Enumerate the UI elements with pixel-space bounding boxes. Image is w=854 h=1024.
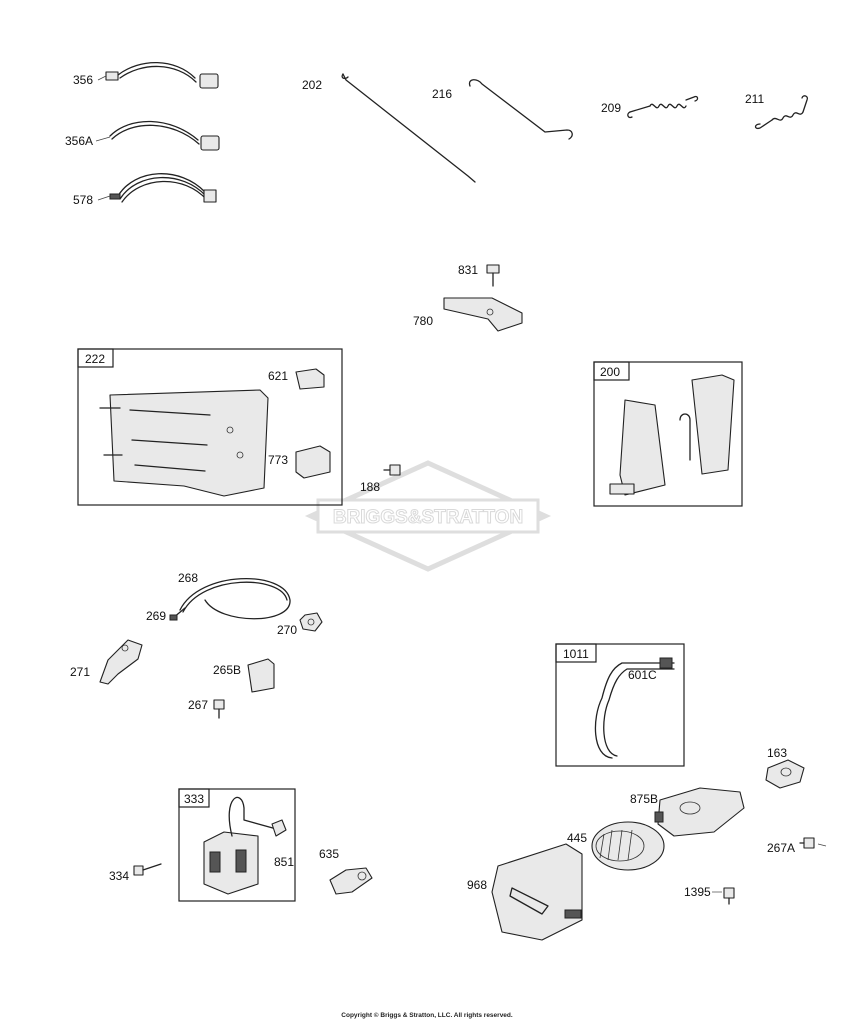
- copyright-footer: Copyright © Briggs & Stratton, LLC. All …: [341, 1012, 513, 1019]
- part-875B-air-cleaner-base: [654, 787, 745, 837]
- label-211: 211: [745, 92, 764, 106]
- label-635: 635: [319, 847, 339, 861]
- part-578-harness: [109, 173, 217, 203]
- part-445-filter: [591, 821, 665, 871]
- label-200: 200: [600, 365, 620, 379]
- label-773: 773: [268, 453, 288, 467]
- part-267-screw: [213, 699, 225, 719]
- label-356: 356: [73, 73, 93, 87]
- group-box-333-tag: [178, 788, 210, 808]
- label-621: 621: [268, 369, 288, 383]
- part-222-control-bracket: [99, 389, 269, 497]
- label-578: 578: [73, 193, 93, 207]
- label-445: 445: [567, 831, 587, 845]
- part-780-bracket: [443, 297, 523, 332]
- part-216-rod: [468, 79, 573, 140]
- part-271-bracket: [99, 639, 143, 685]
- label-968: 968: [467, 878, 487, 892]
- part-200-bracket-assembly: [609, 374, 735, 496]
- label-1395: 1395: [684, 885, 711, 899]
- part-773-block: [295, 445, 331, 479]
- part-831-bolt: [486, 264, 500, 287]
- part-356-harness: [105, 61, 219, 89]
- part-601C-breather-tube: [594, 657, 675, 759]
- label-268: 268: [178, 571, 198, 585]
- part-265B-clip: [247, 658, 275, 693]
- part-851-spark-plug-terminal: [271, 819, 287, 837]
- label-601C: 601C: [628, 668, 657, 682]
- label-271: 271: [70, 665, 90, 679]
- part-635-boot: [329, 867, 373, 895]
- group-box-1011: [555, 643, 685, 767]
- part-211-spring: [754, 95, 809, 130]
- part-968-air-cleaner-cover: [491, 843, 583, 941]
- part-334-screw: [133, 863, 162, 876]
- label-267A: 267A: [767, 841, 795, 855]
- label-831: 831: [458, 263, 478, 277]
- group-box-200: [593, 361, 743, 507]
- part-333-ignition-armature: [203, 797, 281, 895]
- label-222: 222: [85, 352, 105, 366]
- part-270-nut: [299, 612, 323, 632]
- label-269: 269: [146, 609, 166, 623]
- label-270: 270: [277, 623, 297, 637]
- watermark-text: BRIGGS&STRATTON: [333, 507, 523, 528]
- label-1011: 1011: [563, 647, 589, 661]
- label-851: 851: [274, 855, 294, 869]
- part-267A-screw: [799, 837, 815, 849]
- group-box-200-tag: [593, 361, 630, 381]
- group-box-222-tag: [77, 348, 114, 368]
- label-334: 334: [109, 869, 129, 883]
- leader-lines: [95, 75, 827, 893]
- part-621-clip: [295, 368, 325, 390]
- part-269-cable-end: [169, 607, 186, 621]
- group-box-1011-tag: [555, 643, 597, 663]
- part-188-screw: [383, 464, 401, 476]
- label-163: 163: [767, 746, 787, 760]
- part-268-cable: [179, 577, 291, 620]
- part-163-gasket: [765, 759, 805, 789]
- label-780: 780: [413, 314, 433, 328]
- label-216: 216: [432, 87, 452, 101]
- label-356A: 356A: [65, 134, 93, 148]
- label-209: 209: [601, 101, 621, 115]
- label-265B: 265B: [213, 663, 241, 677]
- part-209-spring: [627, 95, 699, 119]
- group-box-333: [178, 788, 296, 902]
- part-202-rod: [341, 73, 476, 183]
- label-202: 202: [302, 78, 322, 92]
- part-356A-harness: [109, 120, 220, 151]
- label-333: 333: [184, 792, 204, 806]
- label-188: 188: [360, 480, 380, 494]
- brand-watermark: BRIGGS&STRATTON: [304, 460, 552, 572]
- part-1395-screw: [723, 887, 735, 905]
- label-267: 267: [188, 698, 208, 712]
- label-875B: 875B: [630, 792, 658, 806]
- group-box-222: [77, 348, 343, 506]
